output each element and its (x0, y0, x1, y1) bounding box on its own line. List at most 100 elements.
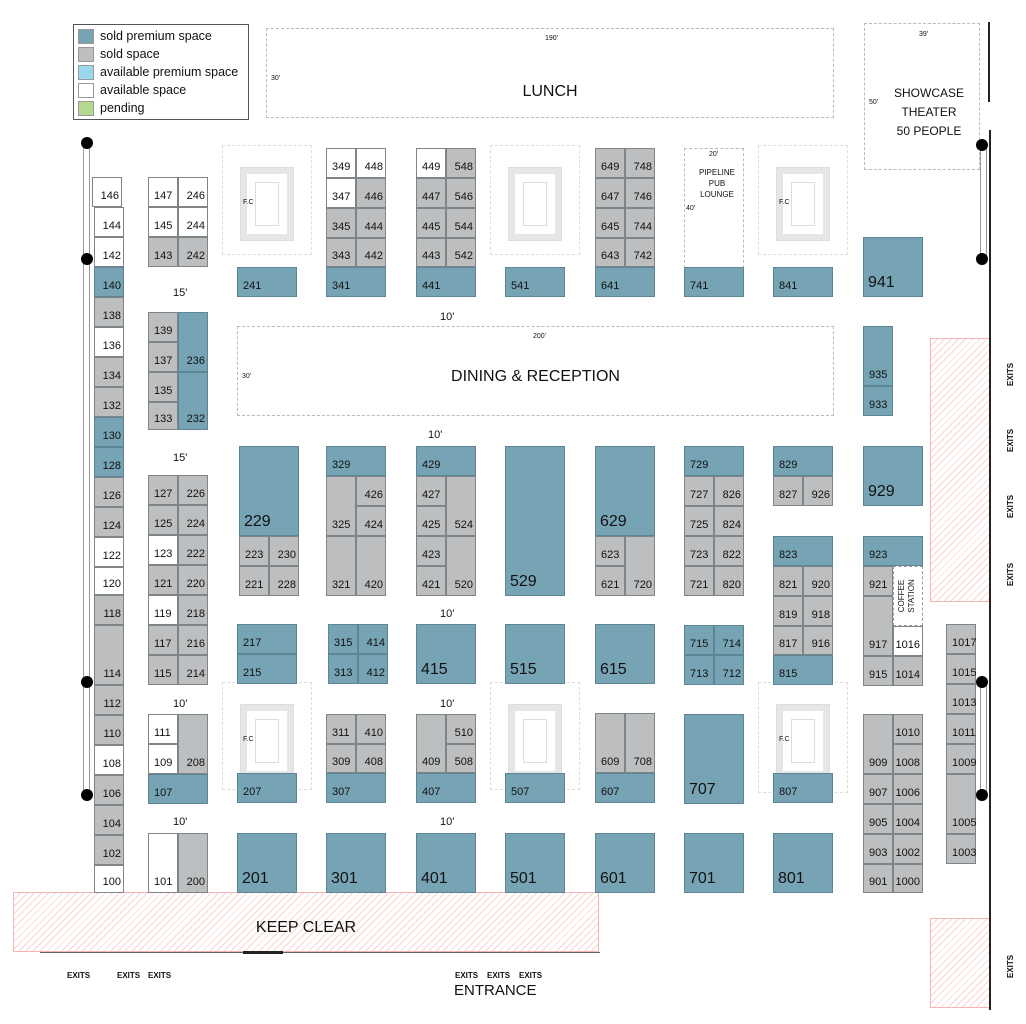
booth-130[interactable]: 130 (94, 417, 124, 447)
booth-447[interactable]: 447 (416, 178, 446, 208)
booth-315[interactable]: 315 (328, 624, 358, 654)
booth-720[interactable]: 720 (625, 536, 655, 596)
booth-321[interactable]: 321 (326, 536, 356, 596)
booth-815[interactable]: 815 (773, 655, 833, 685)
booth-448[interactable]: 448 (356, 148, 386, 178)
booth-119[interactable]: 119 (148, 595, 178, 625)
booth-138[interactable]: 138 (94, 297, 124, 327)
booth-801[interactable]: 801 (773, 833, 833, 893)
booth-1014[interactable]: 1014 (893, 656, 923, 686)
booth-645[interactable]: 645 (595, 208, 625, 238)
booth-135[interactable]: 135 (148, 372, 178, 402)
booth-111[interactable]: 111 (148, 714, 178, 744)
booth-546[interactable]: 546 (446, 178, 476, 208)
booth-817[interactable]: 817 (773, 626, 803, 655)
booth-941[interactable]: 941 (863, 237, 923, 297)
booth-929[interactable]: 929 (863, 446, 923, 506)
booth-236[interactable]: 236 (178, 312, 208, 372)
booth-242[interactable]: 242 (178, 237, 208, 267)
booth-110[interactable]: 110 (94, 715, 124, 745)
booth-524[interactable]: 524 (446, 476, 476, 536)
booth-123[interactable]: 123 (148, 535, 178, 565)
booth-712[interactable]: 712 (714, 655, 744, 685)
booth-508[interactable]: 508 (446, 744, 476, 773)
booth-133[interactable]: 133 (148, 402, 178, 430)
booth-1011[interactable]: 1011 (946, 714, 976, 744)
booth-401[interactable]: 401 (416, 833, 476, 893)
booth-224[interactable]: 224 (178, 505, 208, 535)
booth-144[interactable]: 144 (94, 207, 124, 237)
booth-117[interactable]: 117 (148, 625, 178, 655)
booth-601[interactable]: 601 (595, 833, 655, 893)
booth-325[interactable]: 325 (326, 476, 356, 536)
booth-407[interactable]: 407 (416, 773, 476, 803)
booth-214[interactable]: 214 (178, 655, 208, 685)
booth-824[interactable]: 824 (714, 506, 744, 536)
booth-920[interactable]: 920 (803, 566, 833, 596)
booth-916[interactable]: 916 (803, 626, 833, 655)
booth-515[interactable]: 515 (505, 624, 565, 684)
booth-909[interactable]: 909 (863, 714, 893, 774)
booth-124[interactable]: 124 (94, 507, 124, 537)
booth-128[interactable]: 128 (94, 447, 124, 477)
booth-623[interactable]: 623 (595, 536, 625, 566)
booth-246[interactable]: 246 (178, 177, 208, 207)
booth-725[interactable]: 725 (684, 506, 714, 536)
booth-426[interactable]: 426 (356, 476, 386, 506)
booth-429[interactable]: 429 (416, 446, 476, 476)
booth-822[interactable]: 822 (714, 536, 744, 566)
booth-207[interactable]: 207 (237, 773, 297, 803)
booth-244[interactable]: 244 (178, 207, 208, 237)
booth-643[interactable]: 643 (595, 238, 625, 267)
booth-104[interactable]: 104 (94, 805, 124, 835)
booth-821[interactable]: 821 (773, 566, 803, 596)
booth-807[interactable]: 807 (773, 773, 833, 803)
booth-145[interactable]: 145 (148, 207, 178, 237)
booth-414[interactable]: 414 (358, 624, 388, 654)
booth-137[interactable]: 137 (148, 342, 178, 372)
booth-918[interactable]: 918 (803, 596, 833, 626)
booth-926[interactable]: 926 (803, 476, 833, 506)
booth-520[interactable]: 520 (446, 536, 476, 596)
booth-118[interactable]: 118 (94, 595, 124, 625)
booth-917[interactable]: 917 (863, 596, 893, 656)
booth-529[interactable]: 529 (505, 446, 565, 596)
booth-615[interactable]: 615 (595, 624, 655, 684)
booth-142[interactable]: 142 (94, 237, 124, 267)
booth-122[interactable]: 122 (94, 537, 124, 567)
booth-107[interactable]: 107 (148, 774, 208, 804)
booth-208[interactable]: 208 (178, 714, 208, 774)
booth-708[interactable]: 708 (625, 713, 655, 773)
booth-121[interactable]: 121 (148, 565, 178, 595)
booth-136[interactable]: 136 (94, 327, 124, 357)
booth-1006[interactable]: 1006 (893, 774, 923, 804)
booth-232[interactable]: 232 (178, 372, 208, 430)
booth-146[interactable]: 146 (92, 177, 122, 207)
booth-721[interactable]: 721 (684, 566, 714, 596)
booth-311[interactable]: 311 (326, 714, 356, 744)
booth-423[interactable]: 423 (416, 536, 446, 566)
booth-329[interactable]: 329 (326, 446, 386, 476)
booth-217[interactable]: 217 (237, 624, 297, 654)
booth-221[interactable]: 221 (239, 566, 269, 596)
booth-542[interactable]: 542 (446, 238, 476, 267)
booth-607[interactable]: 607 (595, 773, 655, 803)
booth-829[interactable]: 829 (773, 446, 833, 476)
booth-1017[interactable]: 1017 (946, 624, 976, 654)
booth-915[interactable]: 915 (863, 656, 893, 686)
booth-748[interactable]: 748 (625, 148, 655, 178)
booth-1003[interactable]: 1003 (946, 834, 976, 864)
booth-744[interactable]: 744 (625, 208, 655, 238)
booth-1013[interactable]: 1013 (946, 684, 976, 714)
booth-201[interactable]: 201 (237, 833, 297, 893)
booth-501[interactable]: 501 (505, 833, 565, 893)
booth-139[interactable]: 139 (148, 312, 178, 342)
booth-100[interactable]: 100 (94, 865, 124, 893)
booth-140[interactable]: 140 (94, 267, 124, 297)
booth-218[interactable]: 218 (178, 595, 208, 625)
booth-548[interactable]: 548 (446, 148, 476, 178)
booth-446[interactable]: 446 (356, 178, 386, 208)
booth-125[interactable]: 125 (148, 505, 178, 535)
booth-307[interactable]: 307 (326, 773, 386, 803)
booth-647[interactable]: 647 (595, 178, 625, 208)
